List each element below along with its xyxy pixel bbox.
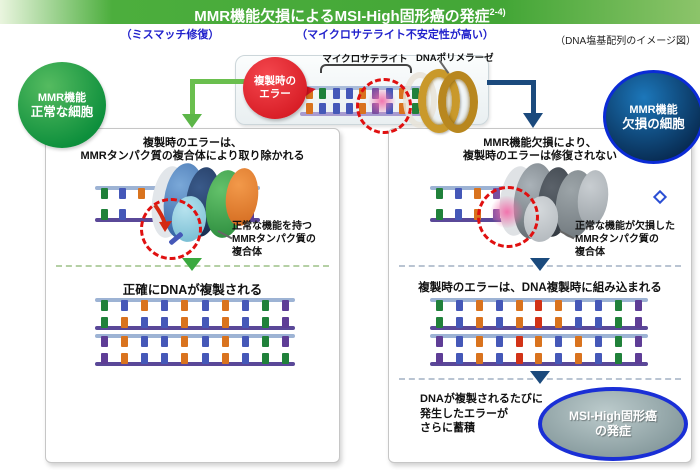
title-bar: MMR機能欠損によるMSI-High固形癌の発症2-4) [0,0,700,25]
dna-ladder-left-replicated-2 [95,334,295,366]
left-panel-heading: 複製時のエラーは、 MMRタンパク質の複合体により取り除かれる [46,137,339,163]
green-arrow-horizontal [190,79,246,84]
navy-arrow-head-icon [523,113,543,128]
replication-error-bubble: 複製時の エラー [243,57,307,119]
polymerase-caption: DNAポリメラーゼ [416,53,494,64]
deficient-cell-badge: MMR機能 欠損の細胞 [603,70,700,164]
polymerase-ring-icon [438,71,478,133]
accumulate-line3: さらに蓄積 [420,422,475,434]
left-complex-label: 正常な機能を持つ MMRタンパク質の 複合体 [232,220,332,259]
right-heading-line1: MMR機能欠損により、 [483,137,597,149]
unrepaired-error-circle [477,186,539,248]
left-heading-line1: 複製時のエラーは、 [143,137,242,149]
right-complex-line1: 正常な機能が欠損した [575,221,675,232]
right-heading-line2: 複製時のエラーは修復されない [463,150,617,162]
error-accumulation-text: DNAが複製されるたびに 発生したエラーが さらに蓄積 [420,392,543,436]
right-panel-heading: MMR機能欠損により、 複製時のエラーは修復されない [389,137,691,163]
navy-arrow-horizontal [487,80,536,85]
outcome-line1: MSI-High固形癌 [569,409,657,423]
microsatellite-bracket [320,64,412,73]
normal-cell-line1: MMR機能 [37,91,87,104]
dna-sequence-note: （DNA塩基配列のイメージ図） [555,36,696,47]
normal-cell-badge: MMR機能 正常な細胞 [18,62,106,148]
dna-ladder-right-replicated-1 [430,298,648,330]
mismatch-repair-label: （ミスマッチ修復） [120,29,220,41]
right-complex-line3: 複合体 [575,247,605,258]
dna-ladder-left-replicated-1 [95,298,295,330]
accumulate-line1: DNAが複製されるたびに [420,393,543,405]
right-step2-label: 複製時のエラーは、DNA複製時に組み込まれる [418,282,662,294]
outcome-line2: の発症 [594,424,631,438]
right-complex-label: 正常な機能が欠損した MMRタンパク質の 複合体 [575,220,683,259]
left-complex-line3: 複合体 [232,247,262,258]
error-highlight-circle [356,78,412,134]
normal-cell-line2: 正常な細胞 [30,104,94,119]
page-title: MMR機能欠損によるMSI-High固形癌の発症 [194,8,490,25]
green-arrow-head-icon [182,114,202,128]
green-arrow-vertical [190,79,195,115]
accumulate-line2: 発生したエラーが [420,407,508,420]
error-bubble-line2: エラー [259,88,291,100]
deficient-cell-line2: 欠損の細胞 [622,116,685,131]
removed-error-circle [140,198,202,260]
right-step-arrow-1-icon [530,258,550,271]
left-step-arrow-icon [182,258,202,271]
microsatellite-caption: マイクロサテライト [322,54,408,65]
left-complex-line2: MMRタンパク質の [232,234,316,245]
left-step2-label: 正確にDNAが複製される [122,283,263,297]
reference-superscript: 2-4) [489,7,506,17]
right-step-arrow-2-icon [530,371,550,384]
error-bubble-line1: 複製時の [254,75,296,87]
removal-arrow-icon [153,203,172,232]
left-heading-line2: MMRタンパク質の複合体により取り除かれる [80,150,305,162]
microsatellite-instability-label: （マイクロサテライト不安定性が高い） [296,29,494,41]
left-complex-line1: 正常な機能を持つ [232,221,312,232]
deficient-cell-line1: MMR機能 [629,103,678,116]
navy-arrow-vertical [531,80,536,114]
msi-high-outcome-badge: MSI-High固形癌 の発症 [538,387,688,461]
dna-ladder-right-replicated-2 [430,334,648,366]
right-complex-line2: MMRタンパク質の [575,234,659,245]
